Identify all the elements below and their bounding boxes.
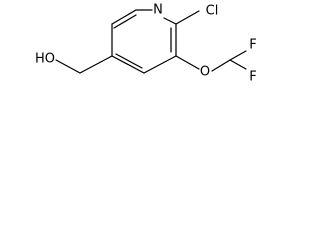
bond-c6-c1	[143, 55, 177, 74]
bond-c5-cl	[175, 10, 200, 25]
bond-o-ch	[211, 59, 231, 72]
bond-ch2-oh	[55, 59, 81, 74]
structure-diagram: N Cl O F F HO	[35, 3, 257, 85]
bond-c4-ch2	[79, 55, 113, 74]
nitrogen-label: N	[153, 3, 163, 18]
bond-ch-f-upper	[229, 50, 247, 61]
bond-c1-c4-double	[115, 53, 143, 69]
bond-c1-c4	[111, 55, 145, 74]
molecule-canvas: N Cl O F F HO	[0, 0, 268, 98]
bond-c6-o	[175, 55, 200, 70]
chlorine-label: Cl	[206, 4, 219, 19]
bond-n-c5	[163, 17, 177, 25]
bond-c2-c3-double	[113, 14, 137, 29]
bond-ch-f-lower	[229, 59, 247, 70]
fluorine-lower-label: F	[249, 70, 256, 85]
fluorine-upper-label: F	[249, 38, 256, 53]
hydroxyl-label: HO	[35, 52, 55, 67]
bond-c2-c3-ring	[111, 9, 137, 25]
ether-oxygen-label: O	[200, 65, 210, 80]
